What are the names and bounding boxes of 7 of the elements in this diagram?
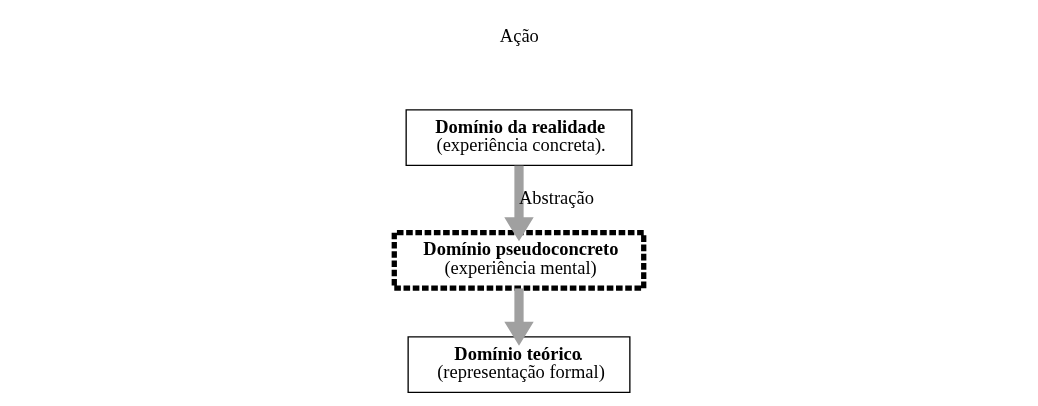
node-box: Domínio pseudoconcreto (experiência mental): [391, 230, 647, 291]
node-box: Domínio da realidade (experiência concreta).: [405, 109, 633, 167]
edge-label: Abstração: [519, 187, 594, 208]
arrow: [504, 165, 534, 242]
arrow: [504, 288, 534, 346]
node-box: Domínio teórico. (representação formal): [407, 336, 631, 394]
label: Ação: [499, 26, 539, 47]
